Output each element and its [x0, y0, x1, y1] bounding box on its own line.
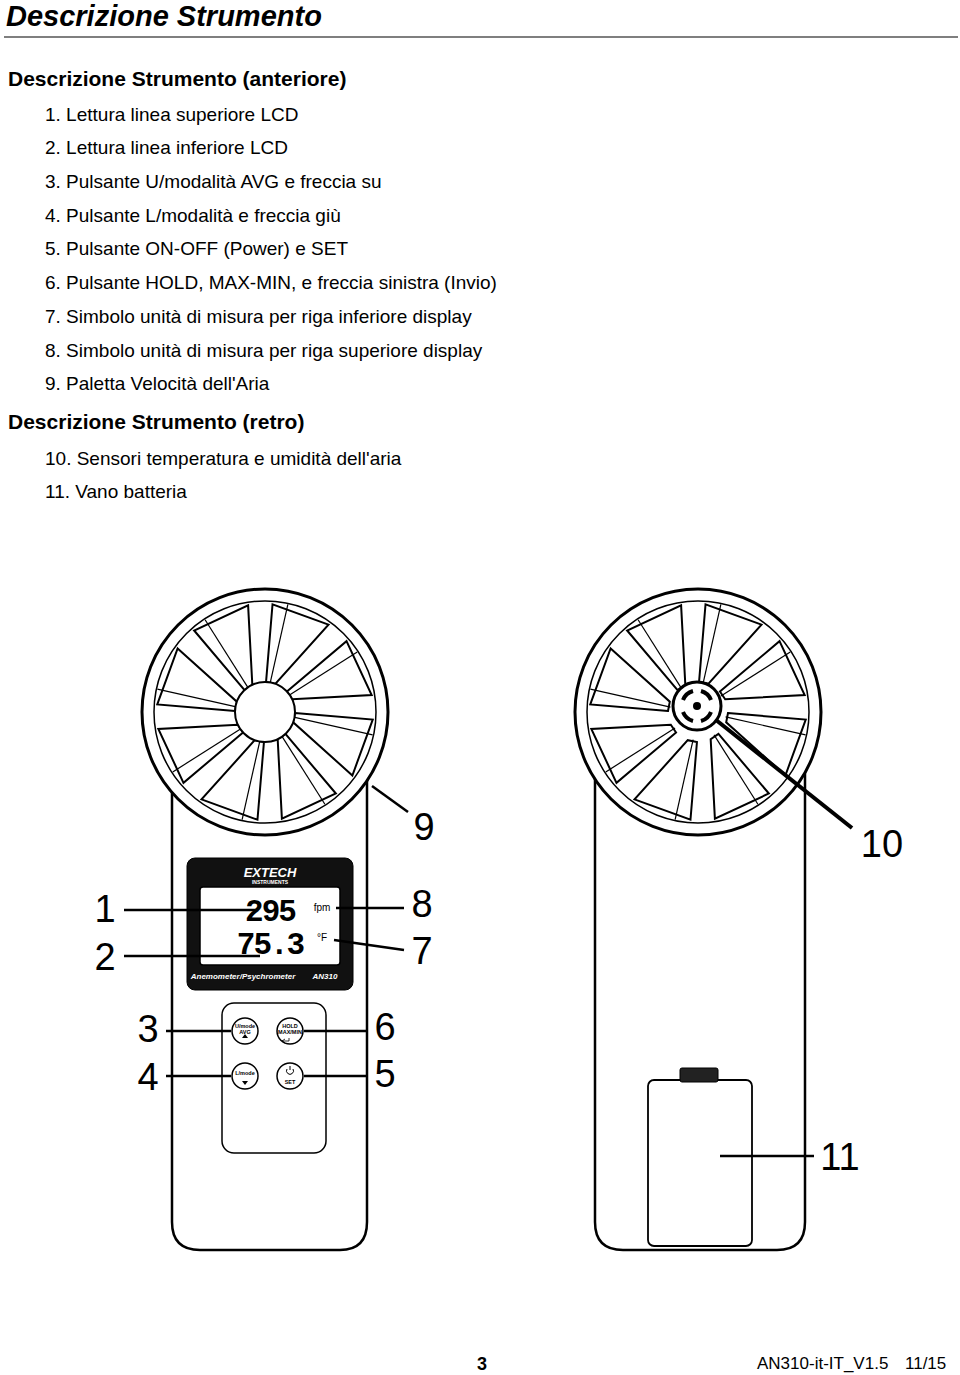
- callout-number: 4: [137, 1056, 158, 1100]
- brand-subtitle: INSTRUMENTS: [252, 880, 288, 886]
- lcd-reading: 295: [245, 895, 295, 931]
- button-label: U/mode: [235, 1023, 255, 1029]
- callout-number: 5: [374, 1053, 395, 1097]
- sensor-ring: [683, 691, 711, 721]
- section-heading: Descrizione Strumento (anteriore): [8, 67, 346, 91]
- callout-number: 2: [94, 936, 115, 980]
- battery-latch: [680, 1068, 718, 1082]
- sensor-dot: [693, 702, 701, 710]
- button-label: SET: [285, 1079, 296, 1085]
- housing-back: [595, 770, 805, 1250]
- legend-item: 6. Pulsante HOLD, MAX-MIN, e freccia sin…: [45, 272, 497, 294]
- housing-front: [172, 770, 367, 1250]
- keypad: [222, 1003, 326, 1153]
- battery-cover: [648, 1080, 752, 1246]
- legend-item: 10. Sensori temperatura e umidità dell'a…: [45, 448, 401, 470]
- legend-item: 9. Paletta Velocità dell'Aria: [45, 373, 269, 395]
- button: [277, 1063, 303, 1089]
- button: [232, 1018, 258, 1044]
- vane-wheel: [142, 589, 388, 835]
- legend-item: 5. Pulsante ON-OFF (Power) e SET: [45, 238, 348, 260]
- model-name: Anemometer/Psychrometer: [191, 972, 295, 981]
- lcd-reading: 75.3: [237, 928, 303, 964]
- legend-item: 8. Simbolo unità di misura per riga supe…: [45, 340, 482, 362]
- legend-item: 1. Lettura linea superiore LCD: [45, 104, 298, 126]
- callout-number: 11: [820, 1136, 859, 1180]
- display-bezel: [187, 858, 353, 990]
- leader-lines: [124, 720, 852, 1156]
- document-code: AN310-it-IT_V1.5: [757, 1354, 888, 1374]
- lcd-unit: °F: [317, 932, 327, 944]
- sensor-housing: [673, 682, 721, 730]
- legend-item: 4. Pulsante L/modalità e freccia giù: [45, 205, 341, 227]
- button-label: MAX/MIN: [278, 1029, 302, 1035]
- title-rule: [4, 36, 958, 37]
- callout-number: 1: [94, 888, 115, 932]
- arrow-icons: [242, 1034, 248, 1085]
- legend-item: 3. Pulsante U/modalità AVG e freccia su: [45, 171, 382, 193]
- button-label: HOLD: [282, 1023, 298, 1029]
- page-number: 3: [477, 1354, 487, 1375]
- vane-wheel: [575, 589, 821, 835]
- legend-item: 2. Lettura linea inferiore LCD: [45, 137, 288, 159]
- button: [232, 1063, 258, 1089]
- callout-number: 3: [137, 1008, 158, 1052]
- legend-item: 11. Vano batteria: [45, 481, 187, 503]
- callout-number: 10: [861, 823, 903, 867]
- section-heading: Descrizione Strumento (retro): [8, 410, 304, 434]
- button-label: L/mode: [235, 1070, 255, 1076]
- model-number: AN310: [313, 972, 338, 981]
- lcd-window: [200, 887, 340, 965]
- callout-number: 6: [374, 1006, 395, 1050]
- enter-icon: [282, 1038, 289, 1043]
- legend-item: 7. Simbolo unità di misura per riga infe…: [45, 306, 472, 328]
- power-icon: [287, 1066, 294, 1074]
- button-label: AVG: [239, 1029, 251, 1035]
- brand-logo: EXTECH: [244, 866, 297, 881]
- lcd-unit: fpm: [314, 902, 331, 914]
- page-title: Descrizione Strumento: [6, 0, 322, 33]
- document-date: 11/15: [905, 1354, 946, 1374]
- callout-number: 8: [411, 883, 432, 927]
- callout-number: 7: [411, 930, 432, 974]
- callout-number: 9: [413, 806, 434, 850]
- button: [277, 1018, 303, 1044]
